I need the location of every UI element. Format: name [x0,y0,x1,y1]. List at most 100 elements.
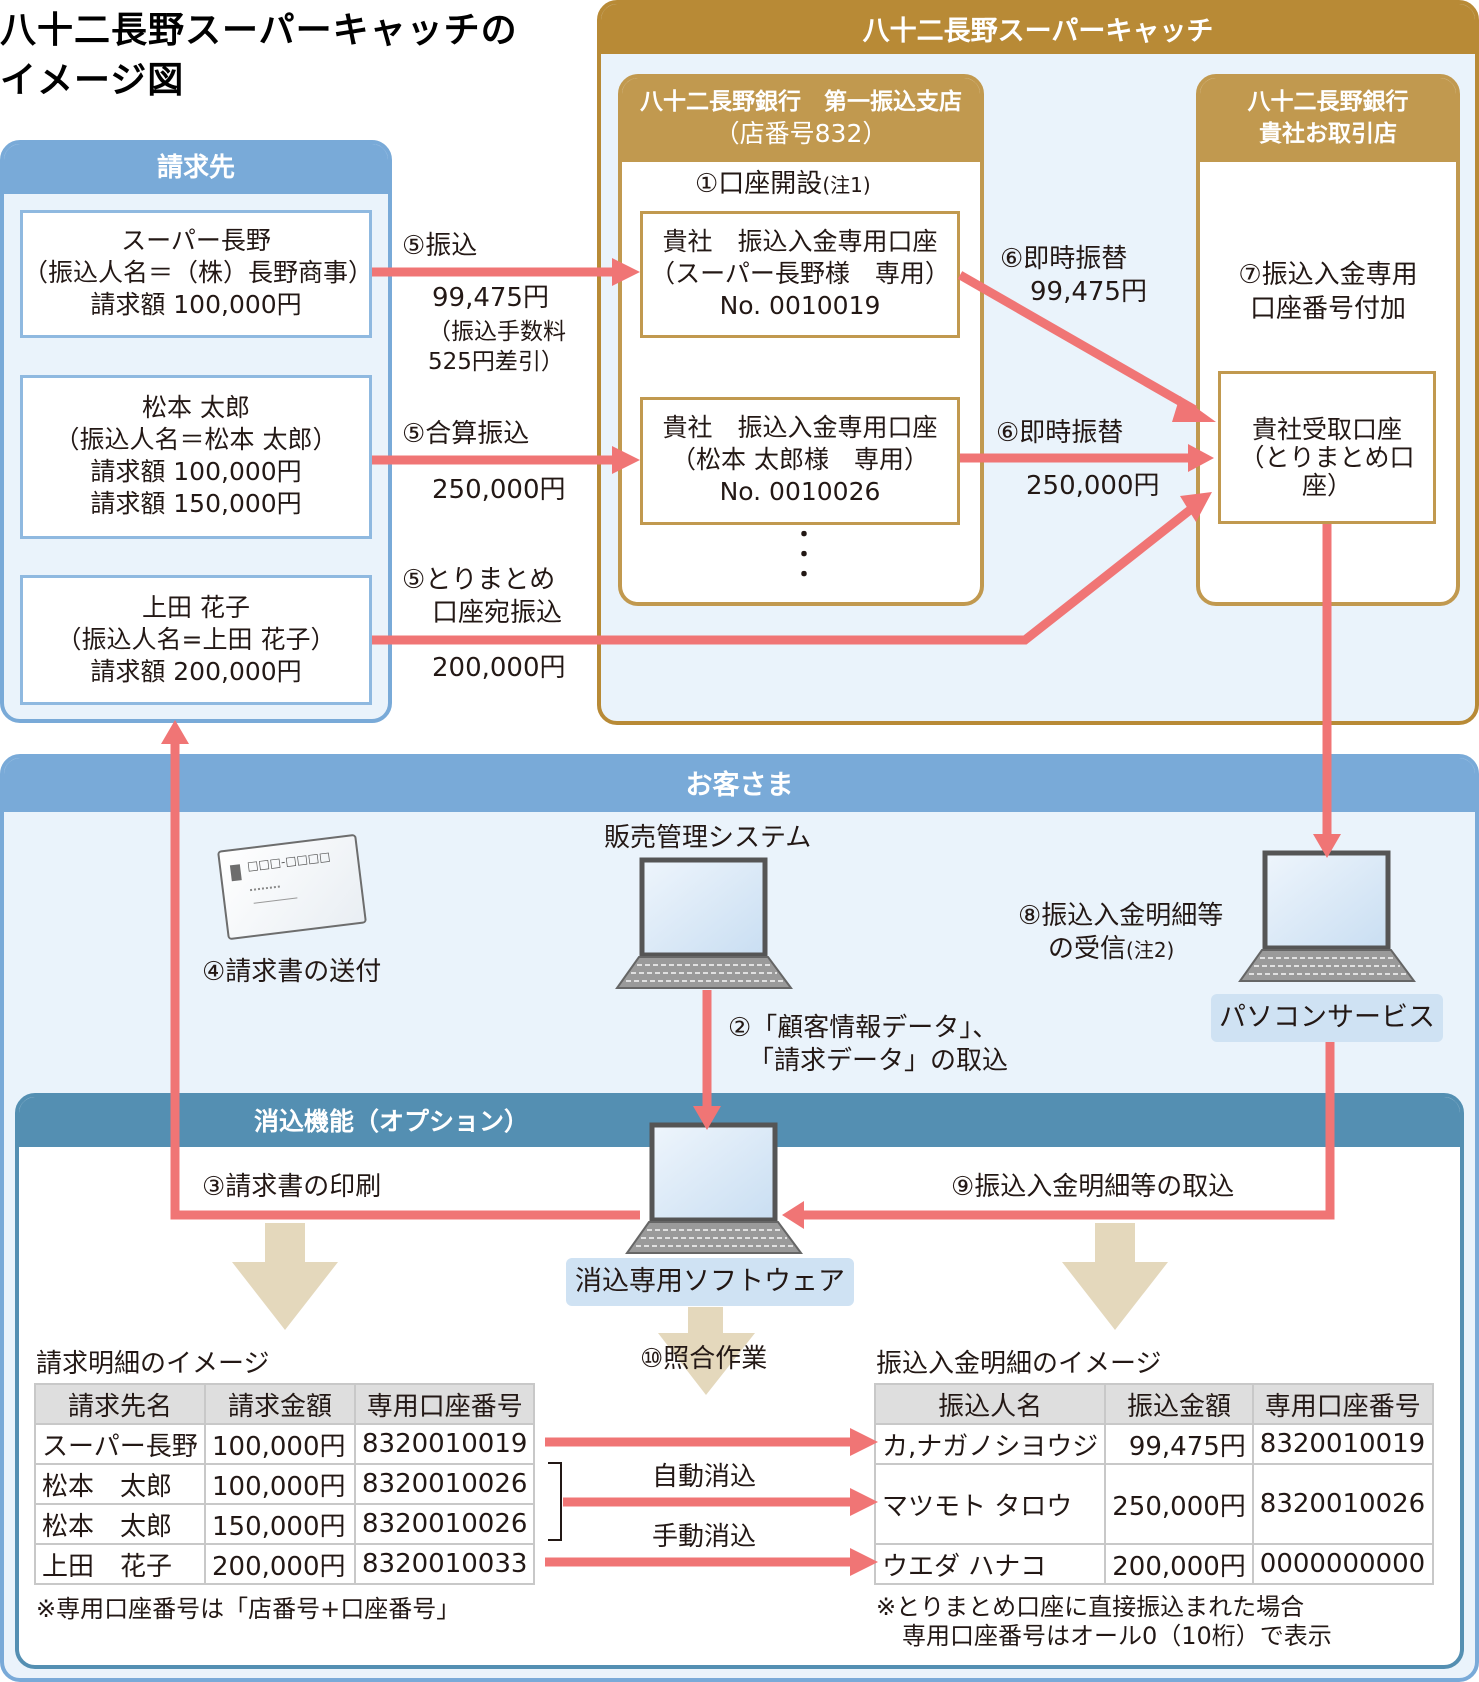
step7-line2: 口座番号付加 [1249,294,1406,324]
page-title: 八十二長野スーパーキャッチの イメージ図 [0,6,518,106]
customer-amount: 請求額 150,000円 [90,489,302,518]
transfer5-amount-2: 250,000円 [432,475,566,505]
pc-service-tag: パソコンサービス [1211,994,1443,1042]
table-row: 松本 太郎 100,000円 8320010026 [34,1463,536,1505]
transfer6-title: ⑥即時振替 [996,418,1124,448]
title-line-1: 八十二長野スーパーキャッチの [0,10,518,51]
branch-name: 八十二長野銀行 第一振込支店 [640,89,962,115]
dedicated-account-1: 貴社 振込入金専用口座 （スーパー長野様 専用） No. 0010019 [640,211,960,338]
cell-amount: 250,000円 [1104,1463,1254,1545]
bank-branch: 貴社お取引店 [1259,121,1397,147]
account-number: No. 0010026 [719,477,881,506]
reconciliation-header: 消込機能（オプション） [19,1097,1460,1147]
cell-account: 8320010026 [353,1503,536,1545]
bank-name: 八十二長野銀行 [1247,89,1409,115]
address-line [249,885,280,892]
transfer5-amount-3: 200,000円 [432,653,566,683]
customer-header: お客さま [4,758,1475,812]
step8-line1: ⑧振込入金明細等 [1018,901,1224,931]
table-row: スーパー長野 100,000円 8320010019 [34,1423,536,1465]
transfer5-fee-note: （振込手数料 525円差引） [428,317,566,377]
billing-table: 請求先名 請求金額 専用口座番号 スーパー長野 100,000円 8320010… [34,1383,536,1585]
transfer5-label-1: ⑤振込 [402,231,478,261]
cell-name: スーパー長野 [34,1423,206,1465]
cell-account: 8320010026 [1251,1463,1434,1545]
column-header: 振込人名 [873,1383,1107,1425]
label-line1: ⑤とりまとめ [402,565,556,595]
account-number: No. 0010019 [719,291,881,320]
table-header-row: 振込人名 振込金額 専用口座番号 [873,1383,1434,1425]
cell-amount: 200,000円 [1104,1543,1254,1585]
consolidation-account-label: （とりまとめ口座） [1239,443,1415,500]
billing-table-title: 請求明細のイメージ [36,1349,270,1379]
cell-account: 8320010019 [353,1423,536,1465]
step3-label: ③請求書の印刷 [202,1172,382,1202]
table-header-row: 請求先名 請求金額 専用口座番号 [34,1383,536,1425]
note-2: (注2) [1126,938,1175,962]
dedicated-account-2: 貴社 振込入金専用口座 （松本 太郎様 専用） No. 0010026 [640,397,960,525]
cell-amount: 100,000円 [204,1463,356,1505]
branch-header: 八十二長野銀行 第一振込支店 （店番号832） [622,78,980,162]
table-row: 松本 太郎 150,000円 8320010026 [34,1503,536,1545]
cell-payer: カ,ナガノシヨウジ [873,1423,1107,1465]
transfer5-amount-1: 99,475円 [432,283,549,313]
customer-payer: （振込人名＝（株）長野商事） [23,258,374,287]
cell-name: 上田 花子 [34,1543,206,1585]
step4-label: ④請求書の送付 [202,957,382,987]
cell-account: 0000000000 [1251,1543,1434,1585]
cell-account: 8320010019 [1251,1423,1434,1465]
step2-line1: ②「顧客情報データ」、 [728,1013,999,1043]
manual-reconcile-label: 手動消込 [652,1522,757,1552]
cell-amount: 99,475円 [1104,1423,1254,1465]
step7-label: ⑦振込入金専用 口座番号付加 [1210,258,1446,326]
postal-code-text: □□□-□□□□ [246,849,332,874]
cell-amount: 150,000円 [204,1503,356,1545]
fee-note-line2: 525円差引） [428,349,564,375]
transfer5-label-2: ⑤合算振込 [402,419,530,449]
step7-line1: ⑦振込入金専用 [1238,260,1418,290]
transfer6-label-1: ⑥即時振替 99,475円 [1000,243,1147,309]
transfer6-amount: 250,000円 [1026,471,1160,501]
step2-label: ②「顧客情報データ」、 「請求データ」の取込 [728,1012,1008,1078]
customer-name: 上田 花子 [142,593,250,622]
customer-name: スーパー長野 [121,226,271,255]
customer-payer: （振込人名＝松本 太郎） [54,425,338,454]
dot: ・ [793,563,816,588]
account-line: 貴社 振込入金専用口座 [662,413,938,442]
cell-name: 松本 太郎 [34,1503,206,1545]
customer-amount: 請求額 100,000円 [90,290,302,319]
step2-line2: 「請求データ」の取込 [748,1046,1009,1076]
column-header: 請求先名 [34,1383,206,1425]
stamp-icon [229,864,242,882]
address-line [253,897,298,904]
supercatch-header: 八十二長野スーパーキャッチ [601,4,1475,54]
step9-label: ⑨振込入金明細等の取込 [951,1172,1235,1202]
customer-bank-header: 八十二長野銀行 貴社お取引店 [1200,78,1456,162]
cell-payer: ウエダ ハナコ [873,1543,1107,1585]
step1-label: ①口座開設 [695,169,823,199]
step1-account-opening: ①口座開設(注1) [695,168,871,202]
deposit-table-note: ※とりまとめ口座に直接振込まれた場合 専用口座番号はオール0（10桁）で表示 [876,1593,1332,1651]
ellipsis: ・ ・ ・ [793,525,816,588]
note-1: (注1) [822,173,871,197]
transfer6-amount: 99,475円 [1030,277,1147,307]
customer-bank-box: 八十二長野銀行 貴社お取引店 [1196,74,1460,606]
transfer6-title: ⑥即時振替 [1000,244,1128,274]
column-header: 専用口座番号 [353,1383,536,1425]
account-line: （松本 太郎様 専用） [671,445,929,474]
cell-amount: 100,000円 [204,1423,356,1465]
invoice-postcard-icon: □□□-□□□□ [217,833,367,941]
cell-name: 松本 太郎 [34,1463,206,1505]
column-header: 請求金額 [204,1383,356,1425]
customer-name: 松本 太郎 [142,393,250,422]
step8-line2: の受信 [1048,934,1127,964]
customer-box-matsumoto: 松本 太郎 （振込人名＝松本 太郎） 請求額 100,000円 請求額 150,… [20,375,372,539]
deposit-table-title: 振込入金明細のイメージ [876,1349,1162,1379]
cell-account: 8320010033 [353,1543,536,1585]
arrowhead-step4 [161,720,189,744]
label-line2: 口座宛振込 [432,598,563,628]
column-header: 専用口座番号 [1251,1383,1434,1425]
customer-amount: 請求額 100,000円 [90,457,302,486]
table-row: マツモト タロウ 250,000円 8320010026 [873,1463,1434,1545]
fee-note-line1: （振込手数料 [428,319,566,345]
